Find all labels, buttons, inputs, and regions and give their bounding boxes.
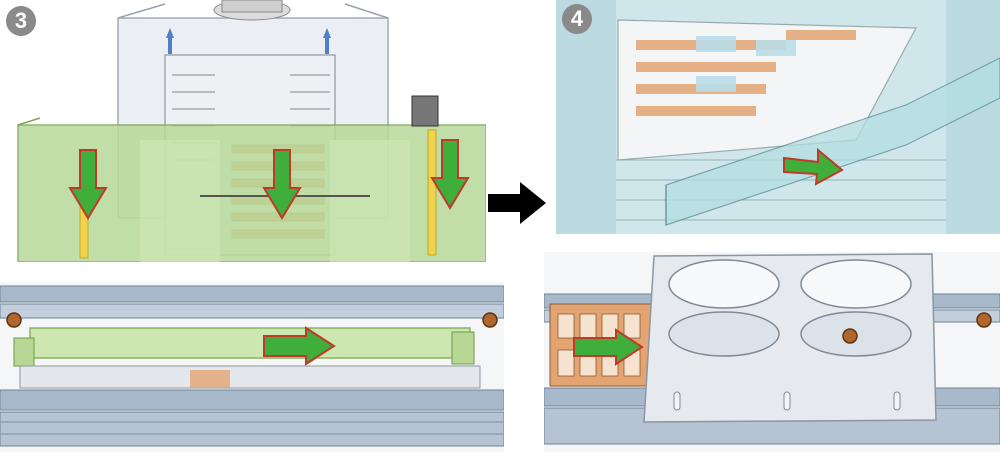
right-arrow-icon	[573, 328, 644, 366]
step3-badge: 3	[6, 6, 36, 36]
down-arrow-icon	[262, 149, 302, 220]
step4-cabinet-drawing	[556, 0, 1000, 234]
step4-badge: 4	[562, 4, 592, 34]
next-step-arrow-icon	[488, 182, 546, 224]
right-arrow-icon	[263, 326, 336, 366]
down-arrow-icon	[430, 139, 470, 210]
step3-tank-drawing	[0, 0, 486, 262]
carrier-plate-panel	[544, 252, 1000, 452]
rail-slider-drawing	[0, 282, 504, 452]
step3-tank-panel: 3	[0, 0, 486, 262]
rail-slider-panel	[0, 282, 504, 452]
down-arrow-icon	[68, 149, 108, 220]
right-arrow-icon	[783, 147, 844, 186]
step4-cabinet-panel: 4	[556, 0, 1000, 234]
